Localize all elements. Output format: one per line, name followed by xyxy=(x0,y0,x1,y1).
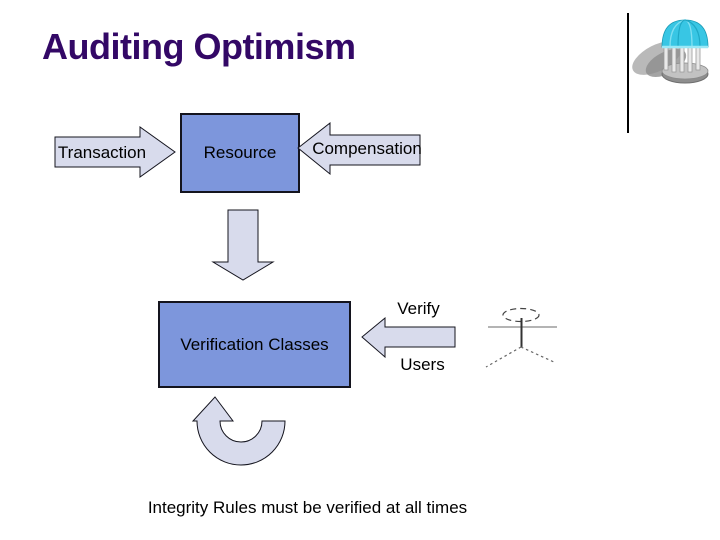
resource-box: Resource xyxy=(180,113,300,193)
verify-label: Verify xyxy=(397,299,440,318)
compensation-arrow-label: Compensation xyxy=(312,139,422,158)
resource-box-label: Resource xyxy=(203,143,277,162)
verify-left-arrow xyxy=(361,316,456,359)
footer-note: Integrity Rules must be verified at all … xyxy=(147,498,468,517)
u-turn-up-arrow xyxy=(191,396,286,466)
verification-classes-box: Verification Classes xyxy=(158,301,351,388)
gazebo-dome-logo-icon xyxy=(632,19,709,84)
slide-title: Auditing Optimism xyxy=(42,26,356,67)
vertical-divider xyxy=(627,13,629,133)
transaction-arrow-label: Transaction xyxy=(57,143,147,162)
stick-person-icon xyxy=(485,307,557,368)
users-label: Users xyxy=(400,355,445,374)
verification-box-label: Verification Classes xyxy=(180,334,329,354)
down-arrow xyxy=(211,209,275,281)
